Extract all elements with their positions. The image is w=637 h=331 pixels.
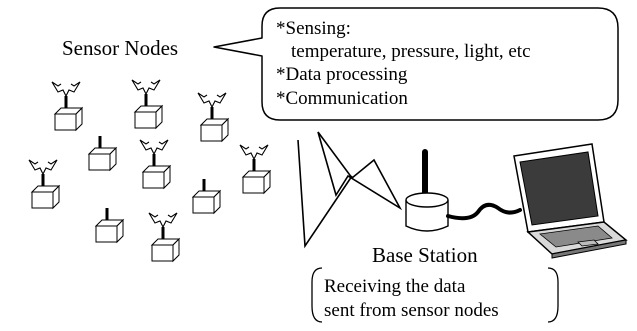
- sensor-nodes-title: Sensor Nodes: [62, 36, 178, 60]
- transmission-arrow: [317, 131, 403, 211]
- callout-line-sensing: *Sensing:: [276, 18, 351, 39]
- sensor-node: [238, 143, 272, 195]
- sensor-node: [27, 158, 61, 210]
- callout-line-processing: *Data processing: [276, 64, 408, 85]
- callout-line-communication: *Communication: [276, 88, 408, 109]
- sensor-node: [191, 177, 222, 215]
- note-left-paren: [311, 267, 323, 323]
- note-right-paren: [547, 267, 559, 323]
- sensor-node: [87, 134, 118, 172]
- base-station-title: Base Station: [372, 243, 478, 267]
- sensor-node: [196, 91, 230, 143]
- transmission-arrow-tail: [297, 139, 353, 249]
- callout-line-sensing-types: temperature, pressure, light, etc: [291, 41, 531, 62]
- sensor-node: [130, 78, 164, 130]
- sensor-node: [138, 138, 172, 190]
- sensor-node: [50, 80, 84, 132]
- laptop-icon: [513, 143, 628, 259]
- sensor-node: [147, 211, 181, 263]
- base-station-note-line-1: Receiving the data: [324, 276, 466, 297]
- base-station-device: [405, 149, 522, 232]
- sensor-node: [94, 206, 125, 244]
- sensor-nodes-field: [27, 78, 272, 263]
- base-station-note-line-2: sent from sensor nodes: [324, 300, 499, 321]
- callout-bubble: [213, 7, 619, 121]
